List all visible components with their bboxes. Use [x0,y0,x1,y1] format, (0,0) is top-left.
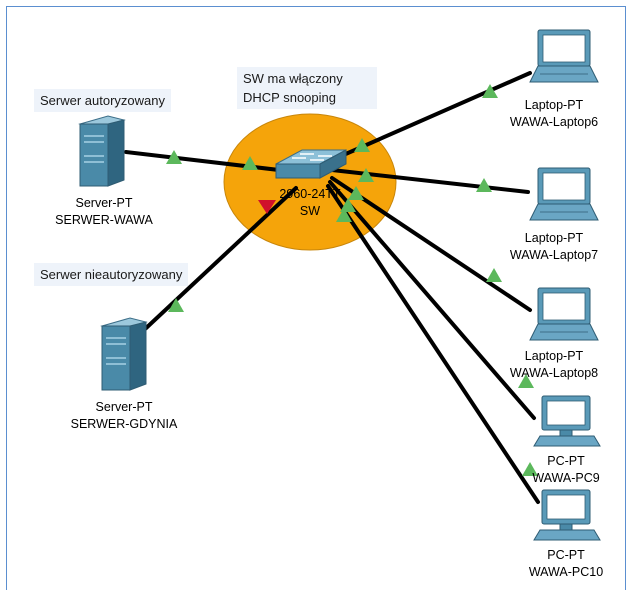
device-name: SW [299,204,321,218]
workspace-frame [6,6,626,590]
note-dhcp-snooping: SW ma włączony DHCP snooping [237,67,377,109]
device-name: WAWA-Laptop7 [509,248,599,262]
link-up-indicator [476,178,492,192]
device-name: WAWA-Laptop6 [509,115,599,129]
link-serwer-gdynia[interactable] [142,186,298,332]
laptop-icon[interactable] [529,29,599,83]
device-type: PC-PT [547,454,585,468]
device-type: Laptop-PT [524,98,584,112]
device-name: WAWA-PC9 [532,471,600,485]
link-up-indicator [166,150,182,164]
server-icon[interactable] [100,317,148,391]
device-name: SERWER-WAWA [55,213,153,227]
laptop-label[interactable]: Laptop-PT WAWA-Laptop8 [510,348,598,382]
link-up-indicator [242,156,258,170]
server-label[interactable]: Server-PT SERWER-GDYNIA [71,399,178,433]
link-up-indicator [336,208,352,222]
server-label[interactable]: Server-PT SERWER-WAWA [55,195,153,229]
device-type: Laptop-PT [524,349,584,363]
device-type: Server-PT [95,400,153,414]
note-unauthorized-server: Serwer nieautoryzowany [34,263,189,286]
link-up-indicator [168,298,184,312]
link-up-indicator [482,84,498,98]
link-up-indicator [518,374,534,388]
device-name: SERWER-GDYNIA [70,417,178,431]
link-pc9[interactable] [328,180,536,420]
link-up-indicator [354,138,370,152]
device-name: WAWA-Laptop8 [509,366,599,380]
pc-icon[interactable] [533,395,601,447]
laptop-icon[interactable] [529,287,599,341]
device-type: Server-PT [75,196,133,210]
link-pc10[interactable] [326,184,540,504]
note-line: SW ma włączony [243,71,343,86]
server-icon[interactable] [78,115,126,187]
link-up-indicator [486,268,502,282]
device-type: Laptop-PT [524,231,584,245]
device-name: WAWA-PC10 [528,565,604,579]
switch-icon[interactable] [275,149,347,179]
pc-label[interactable]: PC-PT WAWA-PC10 [529,547,603,581]
laptop-label[interactable]: Laptop-PT WAWA-Laptop6 [510,97,598,131]
note-line: DHCP snooping [243,90,336,105]
device-type: PC-PT [547,548,585,562]
laptop-icon[interactable] [529,167,599,221]
laptop-label[interactable]: Laptop-PT WAWA-Laptop7 [510,230,598,264]
link-laptop8[interactable] [330,176,532,312]
link-up-indicator [522,462,538,476]
link-up-indicator [358,168,374,182]
device-type: 2960-24TT [279,187,341,201]
link-down-indicator [258,200,276,214]
note-authorized-server: Serwer autoryzowany [34,89,171,112]
pc-icon[interactable] [533,489,601,541]
switch-label[interactable]: 2960-24TT SW [279,186,340,220]
pc-label[interactable]: PC-PT WAWA-PC9 [532,453,599,487]
link-up-indicator [348,186,364,200]
link-serwer-wawa[interactable] [124,150,298,174]
